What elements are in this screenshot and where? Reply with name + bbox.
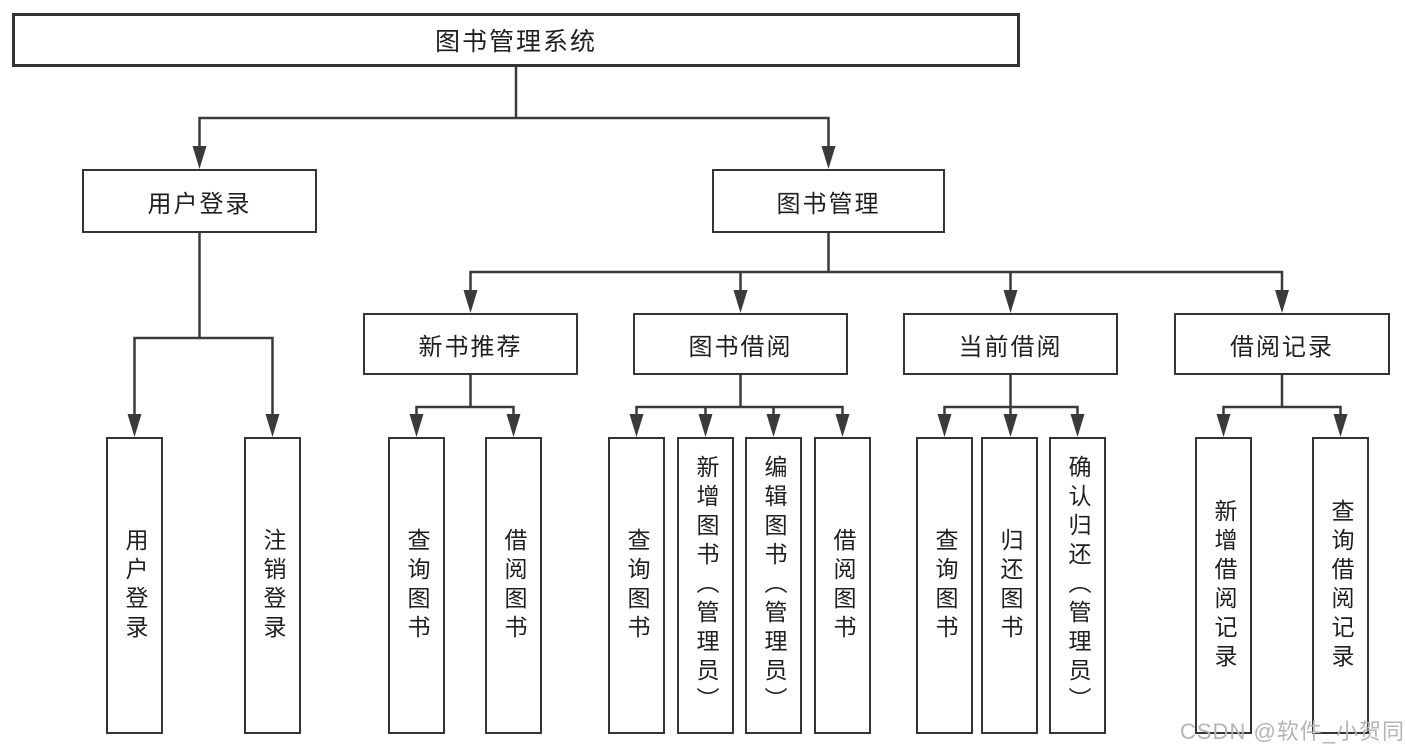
leaf-return-book: 归还图书 (981, 437, 1038, 734)
leaf-query-books-recommend: 查询图书 (388, 437, 445, 734)
leaf-label: 查询图书 (624, 527, 650, 644)
node-new-book-recommend: 新书推荐 (363, 313, 578, 375)
arrowhead (1070, 414, 1085, 437)
node-book-borrow: 图书借阅 (633, 313, 848, 375)
connector-borrow-records (1222, 375, 1342, 422)
leaf-add-borrow-record: 新增借阅记录 (1195, 437, 1252, 734)
leaf-query-borrow-record: 查询借阅记录 (1312, 437, 1369, 734)
arrowhead (1216, 414, 1231, 437)
arrowhead (1003, 290, 1018, 313)
leaf-label: 借阅图书 (501, 527, 527, 644)
arrowhead (698, 414, 713, 437)
connector-user-login (133, 233, 274, 420)
arrowhead (766, 414, 781, 437)
arrowhead (463, 290, 478, 313)
node-user-login: 用户登录 (82, 169, 317, 233)
leaf-logout: 注销登录 (244, 437, 301, 734)
leaf-query-books-borrow: 查询图书 (608, 437, 665, 734)
leaf-label: 查询借阅记录 (1328, 498, 1354, 673)
arrowhead (835, 414, 850, 437)
arrowheads (127, 146, 1348, 437)
leaf-label: 查询图书 (932, 527, 958, 644)
leaf-user-login: 用户登录 (106, 437, 163, 734)
leaf-label: 归还图书 (997, 527, 1023, 644)
leaf-label: 确认归还（管理员） (1065, 455, 1091, 716)
connector-book-borrow (635, 375, 844, 422)
leaf-query-books-current: 查询图书 (916, 437, 973, 734)
arrowhead (629, 414, 644, 437)
arrowhead (821, 146, 836, 169)
arrowhead (1275, 290, 1289, 313)
arrowhead (127, 414, 142, 437)
leaf-confirm-return-admin: 确认归还（管理员） (1049, 437, 1106, 734)
arrowhead (192, 146, 207, 169)
leaf-label: 新增图书（管理员） (693, 455, 719, 716)
node-book-management: 图书管理 (712, 169, 945, 233)
leaf-label: 查询图书 (404, 527, 430, 644)
node-current-borrow: 当前借阅 (903, 313, 1118, 375)
leaf-label: 借阅图书 (830, 527, 856, 644)
leaf-label: 新增借阅记录 (1211, 498, 1237, 673)
arrowhead (265, 414, 280, 437)
leaf-edit-book-admin: 编辑图书（管理员） (745, 437, 802, 734)
connector-root (198, 66, 830, 151)
node-borrow-records: 借阅记录 (1174, 313, 1390, 375)
arrowhead (733, 290, 748, 313)
connector-new-book-recommend (415, 375, 515, 422)
arrowhead (409, 414, 424, 437)
node-library-system: 图书管理系统 (12, 13, 1020, 67)
leaf-add-book-admin: 新增图书（管理员） (677, 437, 734, 734)
leaf-borrow-books: 借阅图书 (814, 437, 871, 734)
arrowhead (506, 414, 521, 437)
arrowhead (937, 414, 952, 437)
watermark: CSDN @软件_小贺同学 (1180, 719, 1405, 744)
leaf-label: 注销登录 (260, 527, 286, 644)
arrowhead (1003, 414, 1018, 437)
arrowhead (1333, 414, 1348, 437)
leaf-label: 编辑图书（管理员） (761, 455, 787, 716)
leaf-borrow-books-recommend: 借阅图书 (485, 437, 542, 734)
connector-book-management (469, 233, 1284, 295)
leaf-label: 用户登录 (122, 527, 148, 644)
